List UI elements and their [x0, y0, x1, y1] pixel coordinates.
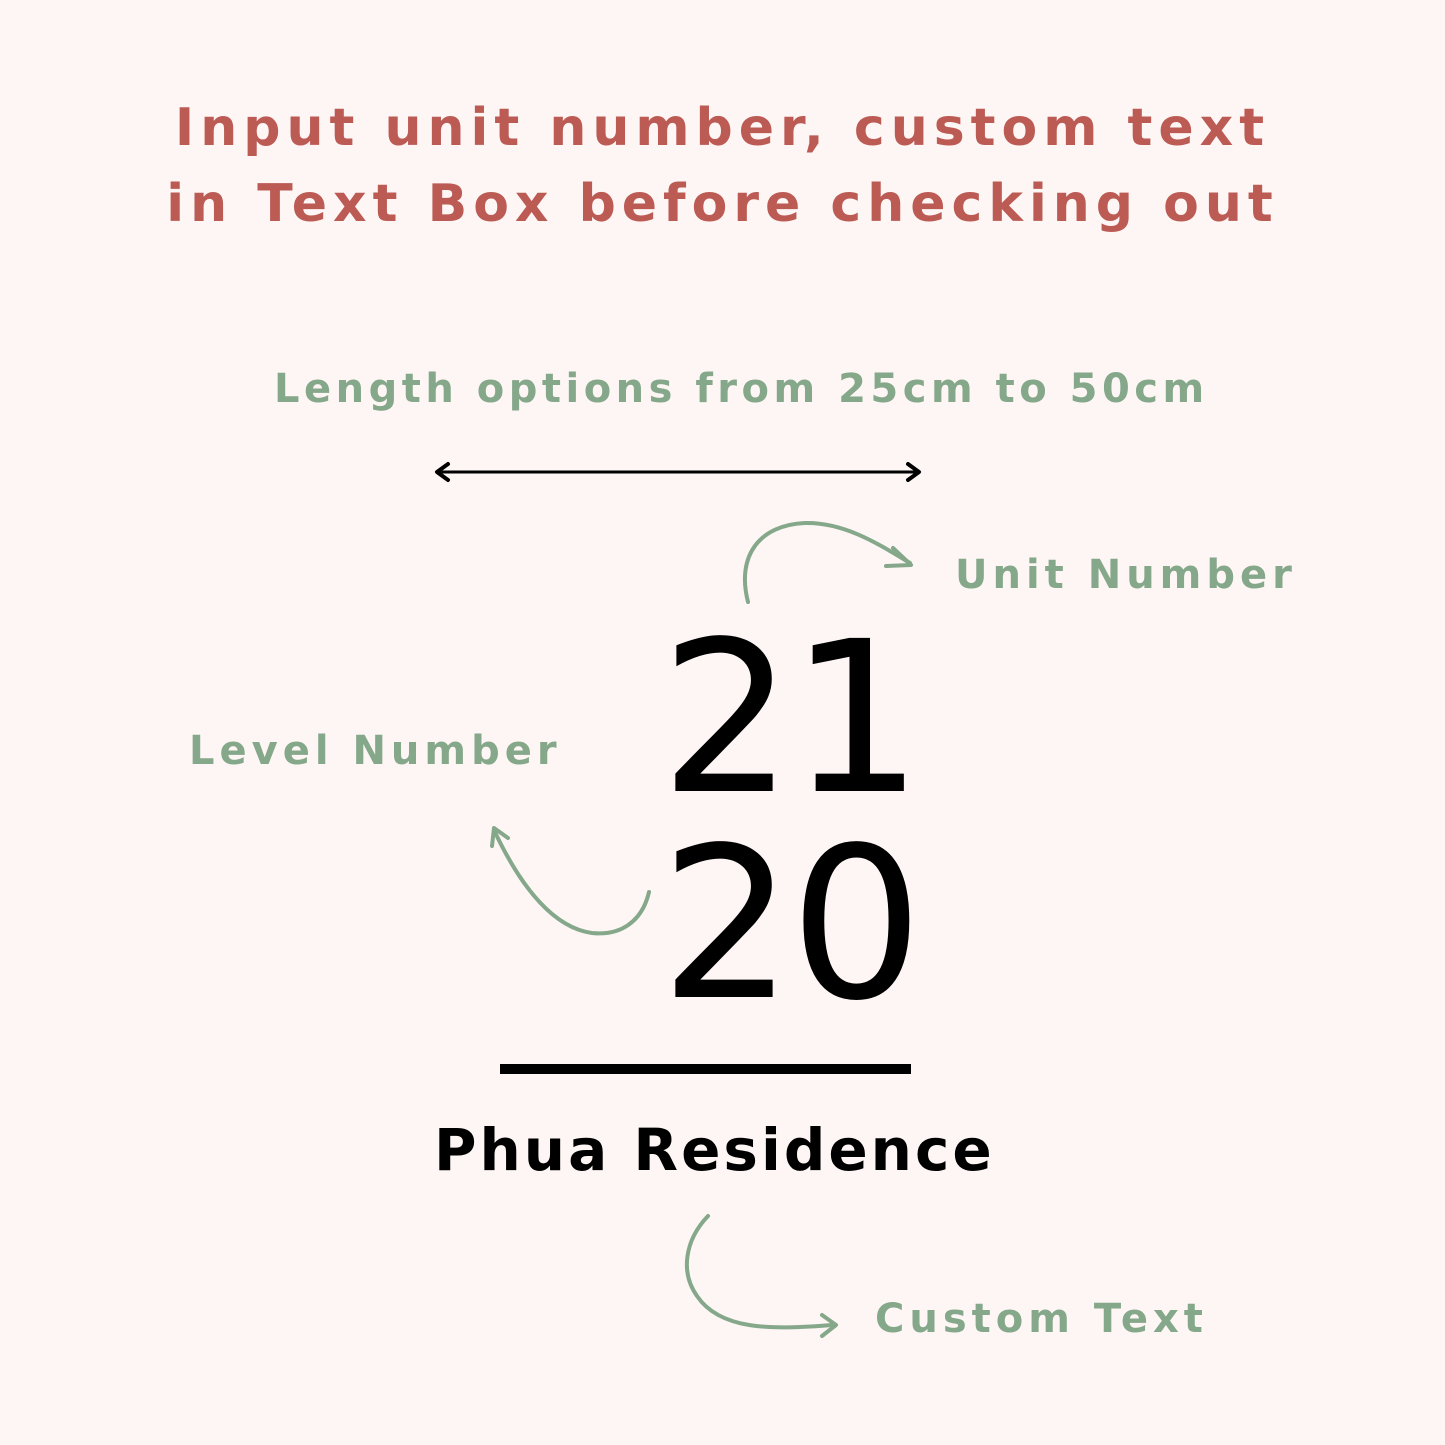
unit-number-display: 21: [660, 596, 923, 841]
custom-text-label: Custom Text: [875, 1296, 1208, 1342]
headline-line-1: Input unit number, custom text: [174, 98, 1271, 158]
unit-number-label: Unit Number: [955, 552, 1297, 598]
level-number-label: Level Number: [189, 728, 562, 774]
custom-text-display: Phua Residence: [434, 1116, 995, 1184]
level-number-display: 20: [660, 802, 923, 1047]
headline-line-2: in Text Box before checking out: [166, 174, 1279, 234]
length-options-label: Length options from 25cm to 50cm: [274, 366, 1209, 412]
sign-divider: [500, 1064, 911, 1074]
